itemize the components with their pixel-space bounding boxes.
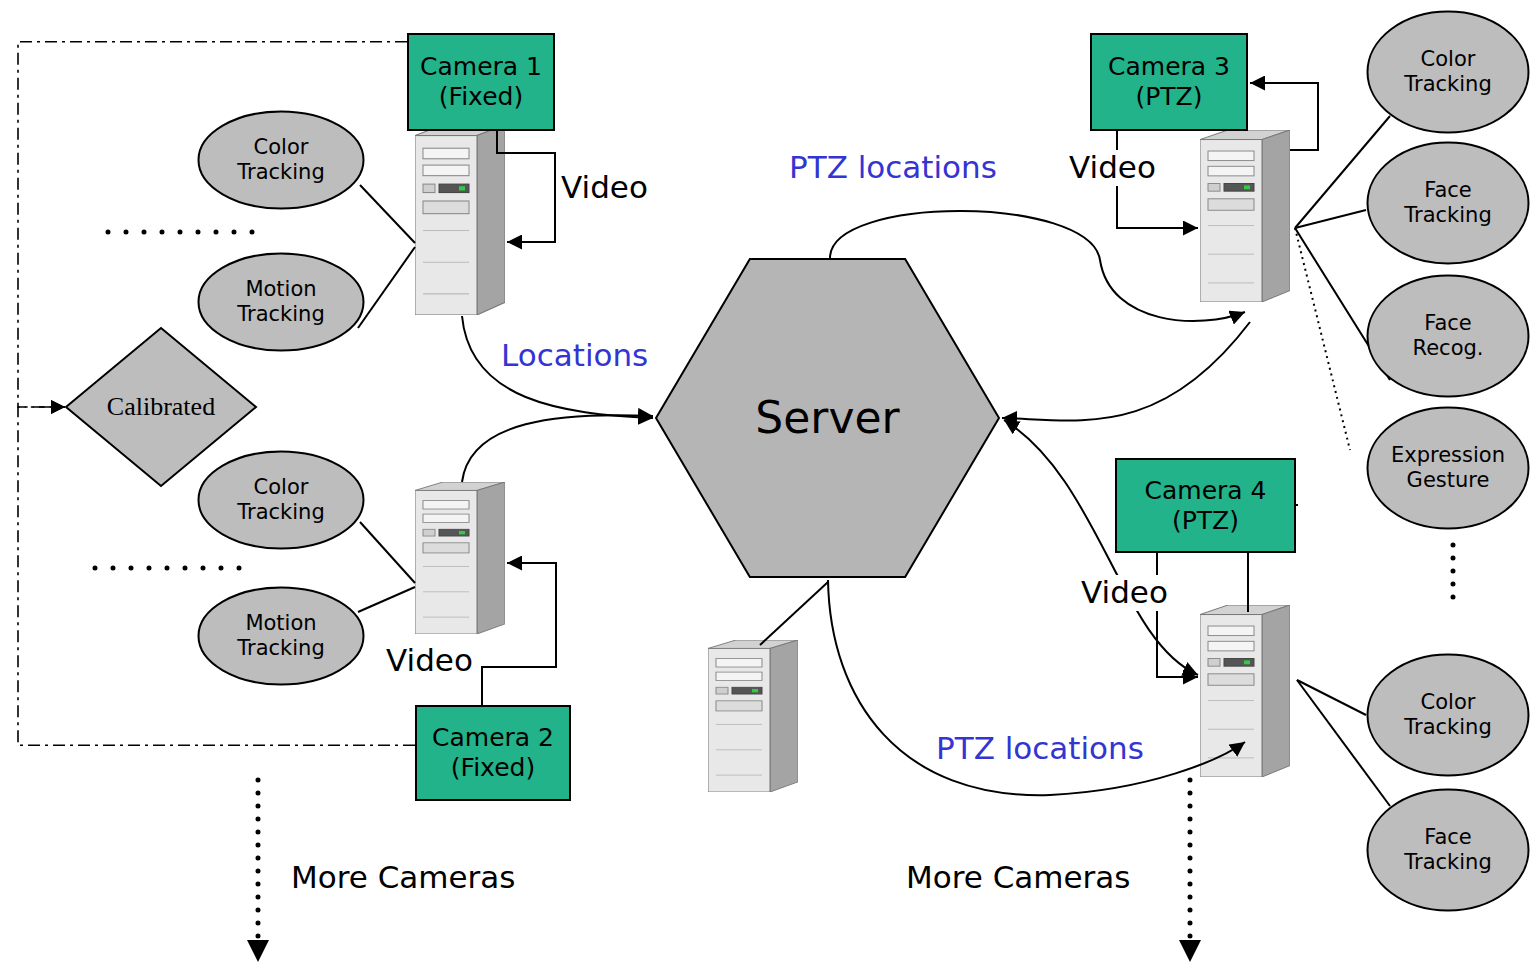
node-label: Color Tracking (219, 135, 343, 185)
node-label: Motion Tracking (219, 611, 343, 661)
node-label: Face Recog. (1388, 311, 1509, 361)
camera-box-fill (416, 706, 570, 800)
diagram-stroke (462, 415, 653, 482)
module-ellipse: Color Tracking (1366, 653, 1530, 777)
node-label: Camera 2 (Fixed) (425, 723, 562, 783)
module-ellipse-fill (1368, 143, 1529, 264)
diagram-stroke (1179, 940, 1201, 962)
more-arrowheads (247, 940, 1201, 962)
module-ellipse-fill (1368, 276, 1529, 397)
wires (358, 83, 1390, 806)
ellipsis-dots (95, 232, 1453, 940)
node-label: Camera 1 (Fixed) (416, 52, 546, 112)
camera-box: Camera 3 (PTZ) (1090, 33, 1248, 131)
module-ellipse-fill (1368, 655, 1529, 776)
diagram-stroke (256, 780, 261, 940)
flow-label: More Cameras (903, 860, 1134, 896)
node-label: Camera 3 (PTZ) (1100, 52, 1239, 112)
module-ellipse: Motion Tracking (197, 586, 365, 686)
flow-label: Video (1066, 150, 1159, 186)
camera-box-fill (408, 34, 554, 130)
module-ellipse-fill (1368, 790, 1529, 911)
diagram-stroke (1297, 680, 1366, 715)
diagram-stroke (497, 131, 555, 242)
node-label: Color Tracking (219, 475, 343, 525)
camera-box-fill (1116, 459, 1295, 552)
diagram-stroke (828, 580, 1245, 795)
diagram-stroke (415, 125, 505, 315)
camera-box-fill (1091, 34, 1247, 130)
server-hexagon-fill (656, 259, 999, 577)
node-label: Face Tracking (1388, 178, 1509, 228)
node-label: Camera 4 (PTZ) (1126, 476, 1285, 536)
flow-label: Video (1078, 575, 1171, 611)
module-ellipse-fill (199, 588, 364, 685)
diagram-stroke (360, 185, 415, 243)
diagram-stroke (415, 482, 505, 634)
server-hexagon: Server (655, 258, 1000, 578)
diagram-stroke (760, 582, 828, 645)
module-ellipse: Color Tracking (197, 450, 365, 550)
node-label: Server (755, 392, 899, 445)
node-label: Expression Gesture (1388, 443, 1509, 493)
diagram-stroke (358, 247, 415, 328)
diagram-stroke (1451, 545, 1456, 610)
module-ellipse: Face Tracking (1366, 788, 1530, 912)
node-label: Calibrated (107, 391, 215, 422)
node-label: Color Tracking (1388, 47, 1509, 97)
flow-label: Locations (498, 338, 651, 374)
node-label: Color Tracking (1388, 690, 1509, 740)
module-ellipse: Motion Tracking (197, 252, 365, 352)
calibration-connector (18, 42, 407, 407)
diagram-stroke (482, 563, 556, 705)
diagram-stroke (1002, 322, 1250, 420)
diagram-stroke (108, 230, 258, 235)
flow-label: PTZ locations (933, 731, 1147, 767)
diagram-stroke (95, 566, 245, 571)
camera-box: Camera 4 (PTZ) (1115, 458, 1296, 553)
flow-label: Video (558, 170, 651, 206)
node-label: Motion Tracking (219, 277, 343, 327)
calibration-connector (18, 407, 415, 745)
module-ellipse: Color Tracking (197, 110, 365, 210)
flow-label: PTZ locations (786, 150, 1000, 186)
diagram-stroke (708, 640, 798, 792)
camera-box: Camera 2 (Fixed) (415, 705, 571, 801)
module-ellipse-fill (1368, 408, 1529, 529)
flow-label: More Cameras (288, 860, 519, 896)
diagram-stroke (1200, 605, 1290, 777)
module-ellipse-fill (1368, 12, 1529, 133)
diagram-stroke (358, 587, 415, 612)
module-ellipse: Color Tracking (1366, 10, 1530, 134)
module-ellipse: Face Recog. (1366, 274, 1530, 398)
node-label: Face Tracking (1388, 825, 1509, 875)
camera-box: Camera 1 (Fixed) (407, 33, 555, 131)
diagram-stroke (1188, 780, 1193, 940)
module-ellipse-fill (199, 254, 364, 351)
module-ellipse-fill (199, 112, 364, 209)
diagram-stroke (247, 940, 269, 962)
diagram-stroke (1295, 228, 1350, 450)
module-ellipse: Expression Gesture (1366, 406, 1530, 530)
flow-label: Video (383, 643, 476, 679)
module-ellipse: Face Tracking (1366, 141, 1530, 265)
module-ellipse-fill (199, 452, 364, 549)
diagram-stroke (1157, 553, 1198, 677)
diagram-stroke (1250, 83, 1318, 150)
diagram-stroke (1295, 210, 1366, 228)
diagram-stroke (1200, 130, 1290, 302)
diagram-stroke (360, 522, 415, 583)
diagram-stroke (462, 316, 653, 418)
